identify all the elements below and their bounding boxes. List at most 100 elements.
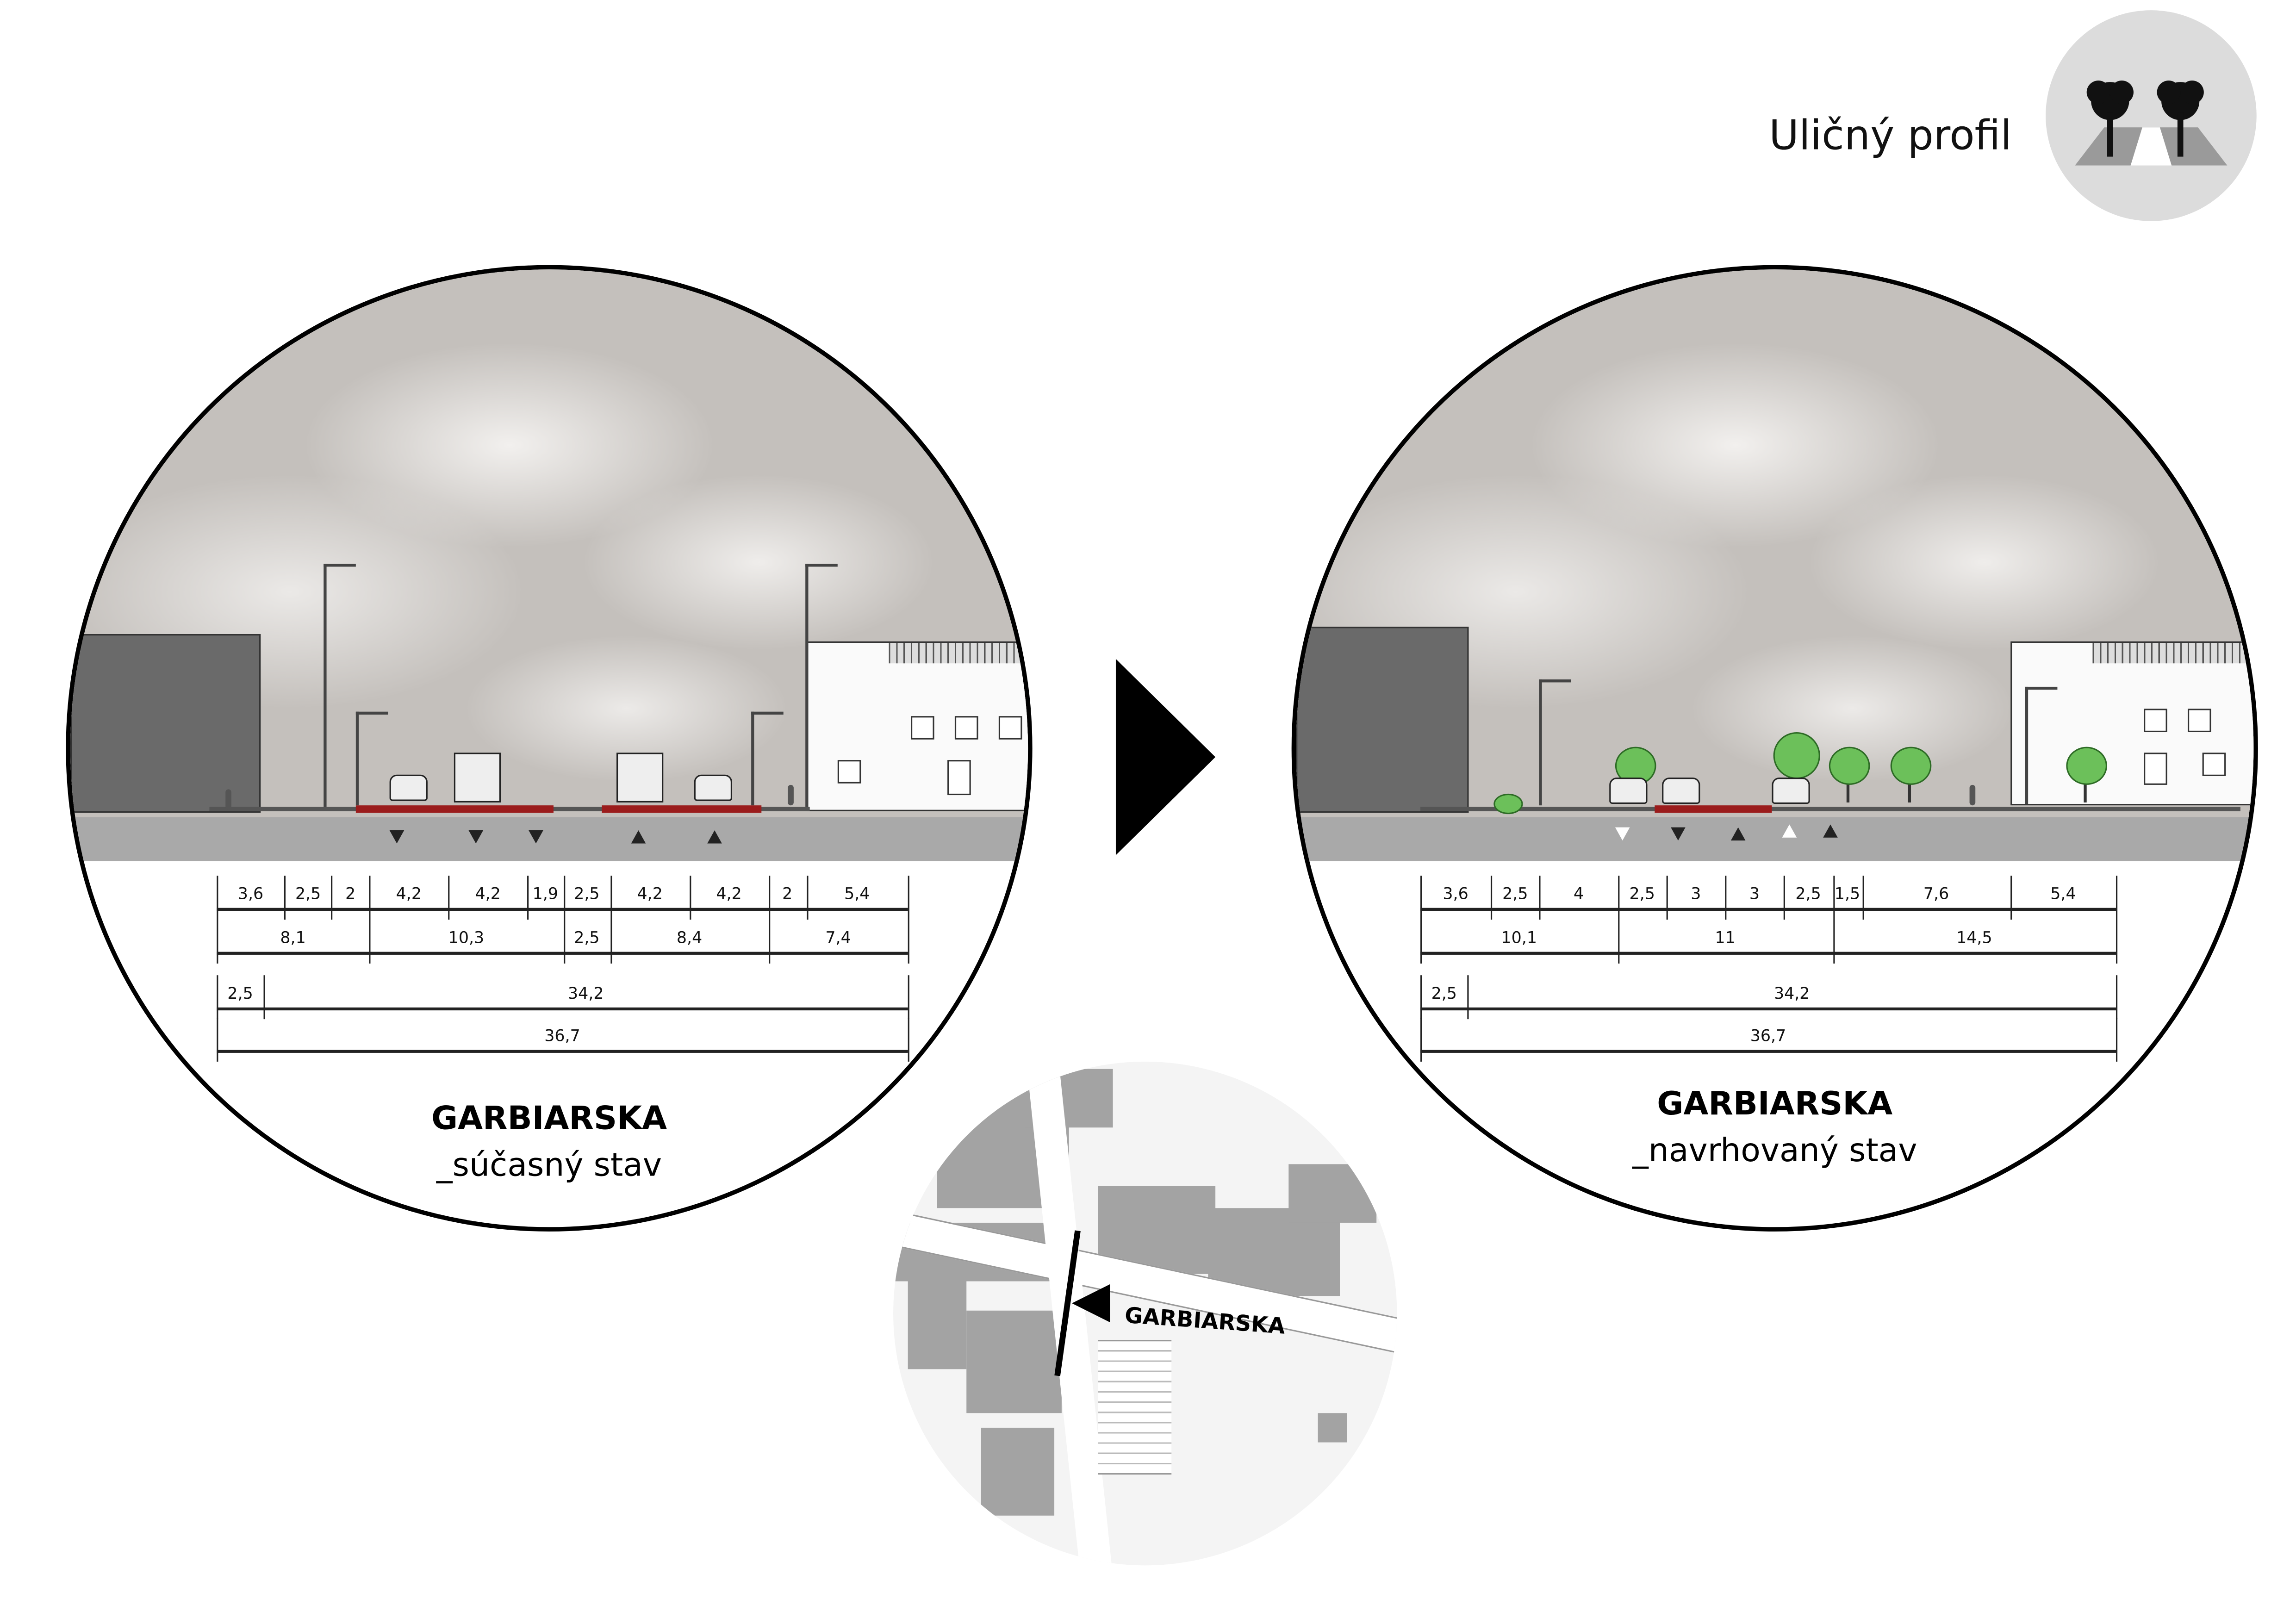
dimension-label: 3 (1749, 884, 1760, 904)
dimension-label: 4,2 (637, 884, 663, 904)
dimension-label: 2,5 (574, 884, 600, 904)
dimension-label: 11 (1715, 928, 1736, 948)
dimension-tick (2116, 975, 2118, 1020)
dimension-label: 4 (1573, 884, 1584, 904)
dimension-tick (2116, 876, 2118, 920)
tree (1890, 747, 1932, 785)
building-left (1296, 627, 1469, 813)
dimension-tick (563, 876, 565, 920)
bus-lane (355, 805, 554, 813)
dimension-tick (1666, 876, 1668, 920)
direction-marker (1671, 827, 1686, 841)
dimension-tick (1468, 975, 1469, 1020)
dimension-label: 3 (1691, 884, 1701, 904)
dimension-label: 8,4 (676, 928, 703, 948)
bus-lane (602, 805, 762, 813)
dimension-line (1420, 1050, 2116, 1053)
dimension-label: 2,5 (227, 984, 253, 1003)
direction-marker (1615, 827, 1630, 841)
dimension-tick (689, 876, 691, 920)
street-lamp (805, 564, 838, 807)
dimension-label: 1,9 (532, 884, 559, 904)
dimension-tick (263, 975, 266, 1020)
dimension-tick (1725, 876, 1727, 920)
dimension-label: 5,4 (844, 884, 870, 904)
dimension-label: 8,1 (280, 928, 306, 948)
dimension-label: 36,7 (544, 1026, 580, 1046)
dimension-label: 2,5 (1502, 884, 1528, 904)
tree (1829, 747, 1870, 785)
dimension-label: 2,5 (295, 884, 321, 904)
dimension-tick (1832, 919, 1834, 964)
dimension-tick (284, 876, 286, 920)
dimension-label: 2 (782, 884, 793, 904)
bus (616, 753, 664, 803)
street-lamp (1539, 679, 1571, 806)
tree (2066, 747, 2107, 785)
dimension-line (217, 952, 908, 955)
direction-marker (529, 830, 543, 844)
street-lamp (2025, 686, 2058, 804)
car (694, 774, 732, 801)
direction-marker (1823, 824, 1838, 838)
view-direction-arrow-icon (1072, 1284, 1110, 1323)
dimension-tick (610, 876, 612, 920)
shrub (1493, 793, 1523, 815)
dimension-label: 1,5 (1834, 884, 1860, 904)
dimension-tick (610, 919, 612, 964)
arrow-right-icon (1115, 659, 1216, 855)
dimension-label: 10,1 (1501, 928, 1537, 948)
pedestrian (1969, 784, 1976, 806)
truck (454, 753, 501, 803)
traffic-light (355, 711, 388, 806)
dimension-label: 4,2 (475, 884, 501, 904)
dimension-label: 3,6 (1443, 884, 1468, 904)
dimension-label: 34,2 (1773, 984, 1810, 1003)
dimension-label: 5,4 (2050, 884, 2076, 904)
car (1609, 778, 1648, 804)
dimension-tick (1491, 876, 1493, 920)
dimension-tick (217, 919, 218, 964)
dimension-label: 7,6 (1923, 884, 1949, 904)
dimension-tick (448, 876, 450, 920)
section-title: GARBIARSKA (431, 1101, 667, 1138)
page-title: Uličný profil (1769, 111, 2012, 160)
dimension-tick (806, 876, 808, 920)
car (389, 774, 428, 801)
direction-marker (1730, 827, 1746, 841)
section-subtitle: _navrhovaný stav (1632, 1133, 1917, 1170)
dimension-label: 4,2 (396, 884, 422, 904)
dimension-tick (908, 876, 909, 920)
ground-section (70, 817, 1028, 861)
dimension-tick (1420, 1017, 1422, 1062)
dimension-tick (1618, 876, 1619, 920)
dimension-tick (217, 975, 218, 1020)
dimension-line (217, 1050, 908, 1053)
dimension-label: 3,6 (237, 884, 264, 904)
dimension-line (1420, 1007, 2116, 1011)
street-lamp (324, 564, 356, 807)
dimension-tick (1420, 975, 1422, 1020)
dimension-label: 4,2 (716, 884, 742, 904)
dimension-tick (1832, 876, 1834, 920)
direction-marker (707, 830, 722, 844)
car (1662, 778, 1700, 804)
dimension-tick (1784, 876, 1786, 920)
dimension-tick (1618, 919, 1619, 964)
direction-marker (389, 830, 404, 844)
road-surface (1420, 807, 2240, 811)
dimension-tick (331, 876, 333, 920)
dimension-label: 10,3 (448, 928, 485, 948)
dimension-tick (563, 919, 565, 964)
dimension-tick (1862, 876, 1864, 920)
pedestrian (225, 789, 231, 810)
dimension-tick (369, 876, 371, 920)
direction-marker (631, 830, 646, 844)
dimension-tick (908, 975, 909, 1020)
dimension-tick (908, 919, 909, 964)
